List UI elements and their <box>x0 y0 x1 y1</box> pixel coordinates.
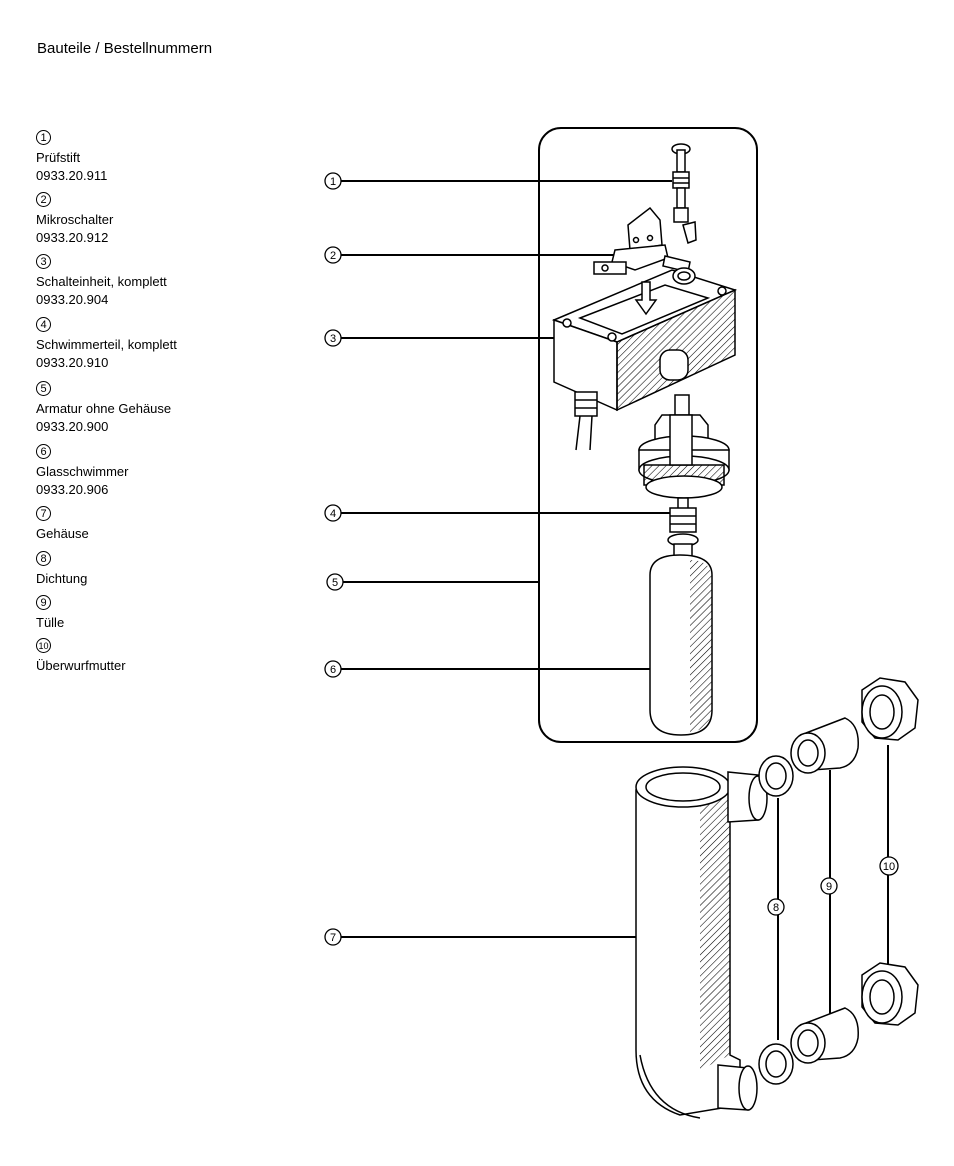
callout-1 <box>324 172 342 190</box>
part-number-badge: 9 <box>36 595 51 610</box>
part-entry-6: 6 Glasschwimmer 0933.20.906 <box>36 442 128 499</box>
callout-label-2: 2 <box>330 250 336 262</box>
gasket-illustration <box>758 755 794 1085</box>
callout-9 <box>820 877 838 895</box>
callout-4 <box>324 504 342 522</box>
part-name: Schwimmerteil, komplett <box>36 337 177 352</box>
callout-label-1: 1 <box>330 176 336 188</box>
assembly-frame <box>538 127 758 743</box>
callout-7 <box>324 928 342 946</box>
part-number-badge: 4 <box>36 317 51 332</box>
part-entry-7: 7 Gehäuse <box>36 504 89 543</box>
part-code: 0933.20.904 <box>36 292 109 307</box>
part-number-badge: 10 <box>36 638 51 653</box>
part-name: Armatur ohne Gehäuse <box>36 401 172 416</box>
part-name: Prüfstift <box>36 150 81 165</box>
part-entry-10: 10 Überwurfmutter <box>36 636 126 675</box>
part-entry-2: 2 Mikroschalter 0933.20.912 <box>36 190 113 247</box>
fitting-illustration <box>638 394 730 513</box>
callout-label-8: 8 <box>773 902 779 914</box>
callout-label-10: 10 <box>883 861 895 873</box>
part-number-badge: 1 <box>36 130 51 145</box>
part-code: 0933.20.906 <box>36 482 109 497</box>
callout-10 <box>879 856 899 876</box>
callout-label-6: 6 <box>330 664 336 676</box>
part-number-badge: 3 <box>36 254 51 269</box>
part-name: Mikroschalter <box>36 212 114 227</box>
callout-3 <box>324 329 342 347</box>
part-code: 0933.20.900 <box>36 419 109 434</box>
part-number-badge: 8 <box>36 551 51 566</box>
float-part-illustration <box>667 507 699 557</box>
part-name: Tülle <box>36 615 65 630</box>
part-name: Gehäuse <box>36 526 89 541</box>
callout-2 <box>324 246 342 264</box>
part-number-badge: 2 <box>36 192 51 207</box>
housing-illustration <box>635 766 768 1119</box>
callout-label-7: 7 <box>330 932 336 944</box>
part-entry-1: 1 Prüfstift 0933.20.911 <box>36 128 107 185</box>
part-entry-5: 5 Armatur ohne Gehäuse 0933.20.900 <box>36 379 171 436</box>
part-entry-4: 4 Schwimmerteil, komplett 0933.20.910 <box>36 315 177 372</box>
part-entry-9: 9 Tülle <box>36 593 64 632</box>
part-number-badge: 6 <box>36 444 51 459</box>
part-code: 0933.20.910 <box>36 355 109 370</box>
callout-label-4: 4 <box>330 508 336 520</box>
part-code: 0933.20.912 <box>36 230 109 245</box>
part-number-badge: 5 <box>36 381 51 396</box>
nozzle-illustration <box>790 717 859 1064</box>
part-name: Überwurfmutter <box>36 658 126 673</box>
part-number-badge: 7 <box>36 506 51 521</box>
union-nut-illustration <box>861 677 919 1026</box>
callout-8 <box>767 898 785 916</box>
switch-unit-illustration <box>551 267 738 451</box>
part-name: Schalteinheit, komplett <box>36 274 167 289</box>
callout-6 <box>324 660 342 678</box>
page-title: Bauteile / Bestellnummern <box>37 40 213 57</box>
part-name: Dichtung <box>36 571 88 586</box>
part-name: Glasschwimmer <box>36 464 129 479</box>
glass-float-illustration <box>649 554 713 736</box>
callout-label-9: 9 <box>826 881 832 893</box>
callout-label-5: 5 <box>332 577 338 589</box>
test-pin-illustration <box>671 143 697 244</box>
part-entry-3: 3 Schalteinheit, komplett 0933.20.904 <box>36 252 167 309</box>
callout-5 <box>326 573 344 591</box>
callout-label-3: 3 <box>330 333 336 345</box>
part-entry-8: 8 Dichtung <box>36 549 87 588</box>
part-code: 0933.20.911 <box>36 168 108 183</box>
